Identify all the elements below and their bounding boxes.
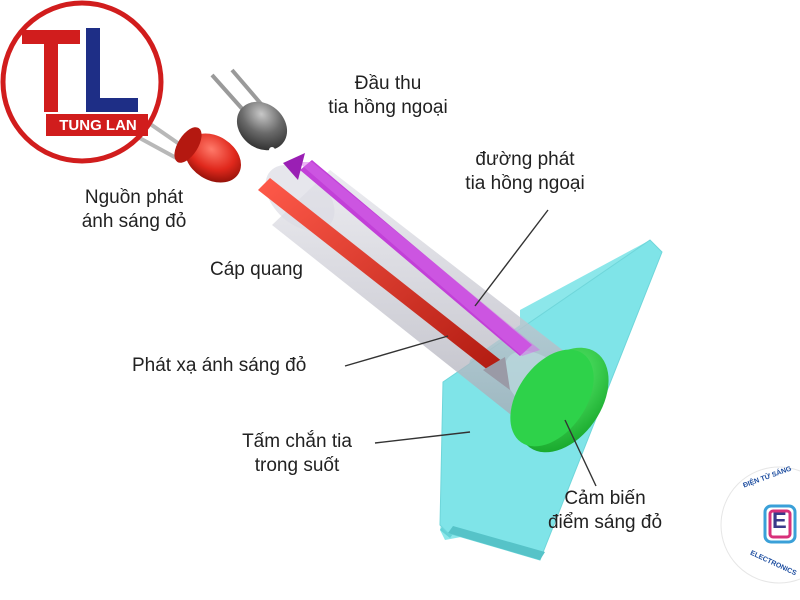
red-beam: [258, 178, 510, 390]
electronics-badge: [720, 466, 800, 584]
ir-receiver: [210, 68, 288, 153]
label-screen: Tấm chắn tia trong suốt: [242, 431, 352, 476]
label-red-emission: Phát xạ ánh sáng đỏ: [132, 355, 307, 376]
leader-lines: [344, 209, 597, 487]
label-ir-path: đường phát tia hồng ngoại: [465, 149, 585, 194]
infrared-beam: [283, 153, 540, 356]
label-red-source: Nguồn phát ánh sáng đỏ: [81, 187, 187, 232]
label-ir-receiver: Đầu thu tia hồng ngoại: [328, 73, 448, 118]
tung-lan-logo: [0, 0, 164, 164]
badge-letter: E: [772, 508, 787, 533]
label-sensor: Cảm biến điểm sáng đỏ: [547, 488, 663, 533]
tung-lan-logo-text: TUNG LAN: [59, 117, 137, 134]
label-fiber: Cáp quang: [210, 259, 303, 280]
